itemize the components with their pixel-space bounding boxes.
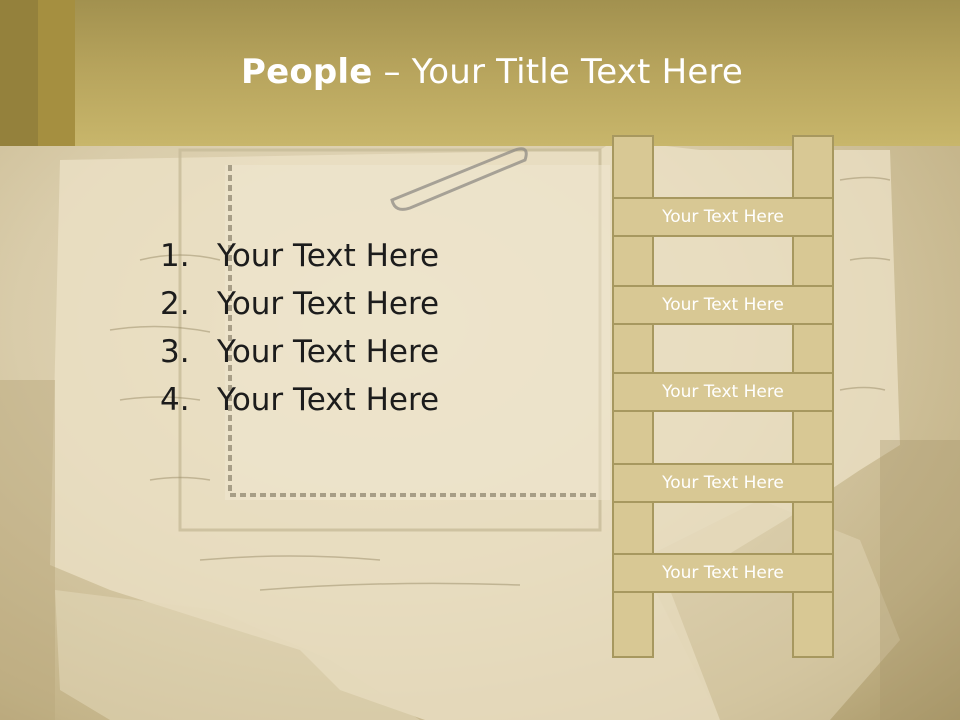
ladder-rung-3[interactable]: Your Text Here [612,372,834,412]
list-item: 1. Your Text Here [160,232,439,280]
list-item-text: Your Text Here [217,382,440,418]
list-item-number: 2. [160,286,190,322]
numbered-list[interactable]: 1. Your Text Here 2. Your Text Here 3. Your… [160,232,439,424]
ladder-diagram: Your Text Here Your Text Here Your Text … [612,135,834,658]
header-accent-strip-mid [38,0,75,146]
ladder-rung-4[interactable]: Your Text Here [612,463,834,503]
list-item-number: 3. [160,334,190,370]
list-item: 2. Your Text Here [160,280,439,328]
ladder-rung-2[interactable]: Your Text Here [612,285,834,325]
list-item-text: Your Text Here [217,238,440,274]
ladder-rung-1[interactable]: Your Text Here [612,197,834,237]
header-band [0,0,960,146]
ladder-rung-5[interactable]: Your Text Here [612,553,834,593]
header-accent-strip-dark [0,0,38,146]
list-item-number: 1. [160,238,190,274]
slide-title[interactable]: People – Your Title Text Here [0,52,960,92]
list-item-text: Your Text Here [217,286,440,322]
title-bold: People [240,52,373,92]
title-rest: – Your Title Text Here [372,52,744,92]
list-item-text: Your Text Here [217,334,440,370]
list-item-number: 4. [160,382,190,418]
list-item: 3. Your Text Here [160,328,439,376]
list-item: 4. Your Text Here [160,376,439,424]
